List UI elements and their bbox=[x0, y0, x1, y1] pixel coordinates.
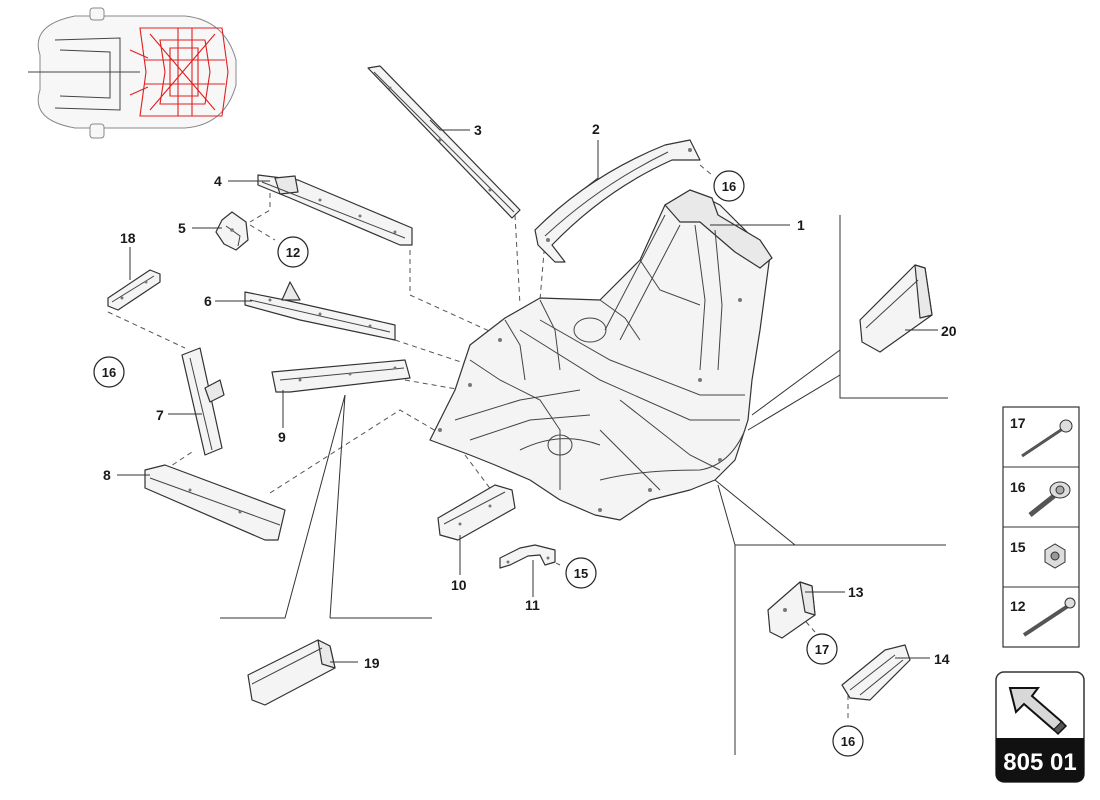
svg-text:12: 12 bbox=[1010, 598, 1026, 614]
callout-17: 17 bbox=[815, 642, 829, 657]
callout-16-bottom: 16 bbox=[841, 734, 855, 749]
part-8-lower-beam bbox=[144, 464, 286, 541]
part-3-diagonal-beam bbox=[367, 65, 521, 219]
callout-16-left: 16 bbox=[102, 365, 116, 380]
car-overview-thumbnail bbox=[28, 7, 237, 139]
part-14-tray-part bbox=[841, 644, 911, 701]
part-number-labels: 1 2 3 4 5 6 7 8 9 10 11 13 14 18 19 20 bbox=[103, 121, 957, 671]
assembly-guide-lines bbox=[107, 164, 849, 718]
svg-text:15: 15 bbox=[1010, 539, 1026, 555]
part-9-channel-bar bbox=[271, 359, 411, 393]
label-part-5: 5 bbox=[178, 220, 186, 236]
part-6-middle-bar bbox=[244, 281, 396, 341]
pin-bolt-icon bbox=[1022, 597, 1076, 637]
part-13-block-bracket bbox=[767, 581, 816, 639]
circled-callouts: 16 12 16 15 17 16 bbox=[93, 170, 864, 757]
callout-15: 15 bbox=[574, 566, 588, 581]
legend-item-15: 15 bbox=[1010, 539, 1066, 569]
flanged-bolt-icon bbox=[1028, 481, 1071, 517]
label-part-18: 18 bbox=[120, 230, 136, 246]
reference-code: 805 01 bbox=[1003, 749, 1076, 776]
label-part-7: 7 bbox=[156, 407, 164, 423]
legend-item-17: 17 bbox=[1010, 415, 1073, 458]
fastener-legend: 17 16 15 12 bbox=[1002, 406, 1080, 648]
part-20-box-panel bbox=[859, 264, 933, 353]
part-11-saddle-bracket bbox=[499, 544, 556, 569]
part-2-curved-bar bbox=[534, 139, 701, 263]
leader-lines bbox=[117, 119, 938, 663]
label-part-20: 20 bbox=[941, 323, 957, 339]
part-5-small-bracket bbox=[215, 211, 249, 251]
label-part-11: 11 bbox=[525, 597, 540, 613]
reference-badge: 805 01 bbox=[995, 671, 1085, 783]
svg-text:16: 16 bbox=[1010, 479, 1026, 495]
label-part-1: 1 bbox=[797, 217, 805, 233]
label-part-4: 4 bbox=[214, 173, 222, 189]
label-part-6: 6 bbox=[204, 293, 212, 309]
label-part-3: 3 bbox=[474, 122, 482, 138]
label-part-9: 9 bbox=[278, 429, 286, 445]
part-1-main-chassis-frame bbox=[429, 189, 773, 521]
part-4-long-bar bbox=[257, 174, 413, 246]
part-19-tube-box bbox=[247, 639, 336, 706]
callout-12: 12 bbox=[286, 245, 300, 260]
long-bolt-icon bbox=[1021, 419, 1073, 458]
highlighted-frame-red bbox=[129, 27, 229, 117]
label-part-2: 2 bbox=[592, 121, 600, 137]
label-part-8: 8 bbox=[103, 467, 111, 483]
part-7-vertical-plate bbox=[181, 347, 225, 456]
label-part-19: 19 bbox=[364, 655, 380, 671]
hex-nut-icon bbox=[1044, 543, 1066, 569]
legend-item-16: 16 bbox=[1010, 479, 1071, 517]
label-part-13: 13 bbox=[848, 584, 864, 600]
svg-text:17: 17 bbox=[1010, 415, 1026, 431]
direction-arrow-icon bbox=[1008, 687, 1068, 736]
legend-item-12: 12 bbox=[1010, 597, 1076, 637]
part-18-small-plate bbox=[107, 269, 161, 311]
part-10-angle-bracket bbox=[437, 484, 516, 541]
callout-16-top: 16 bbox=[722, 179, 736, 194]
detail-callout-lines bbox=[220, 215, 948, 755]
label-part-10: 10 bbox=[451, 577, 467, 593]
label-part-14: 14 bbox=[934, 651, 950, 667]
